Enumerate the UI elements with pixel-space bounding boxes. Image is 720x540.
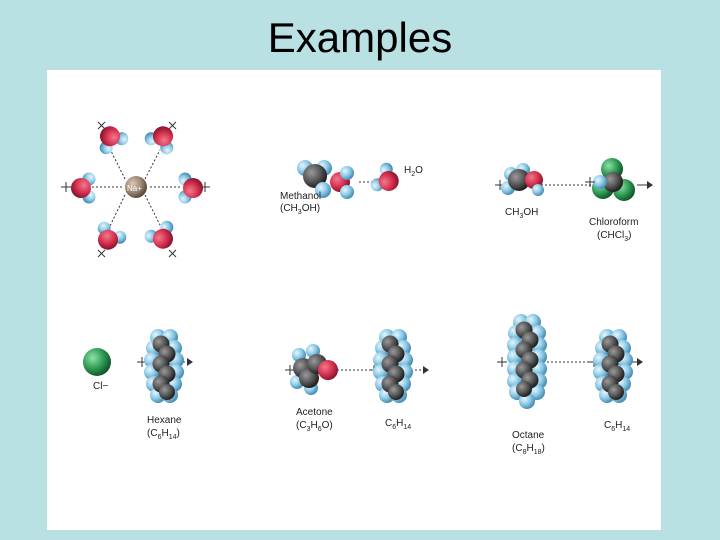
chloroform-label: Chloroform bbox=[589, 217, 639, 228]
hexane-formula-right: C6H14 bbox=[604, 420, 631, 433]
chloride-ion bbox=[83, 348, 111, 376]
methanol-chloroform-diagram bbox=[495, 158, 653, 201]
octane-hexane-diagram bbox=[497, 314, 643, 409]
chloride-hexane-diagram bbox=[83, 329, 193, 403]
slide-title: Examples bbox=[267, 14, 453, 61]
sodium-ion bbox=[125, 176, 147, 198]
methanol-formula-right: CH3OH bbox=[505, 207, 539, 220]
water-formula: H2O bbox=[404, 165, 423, 178]
figure-panel: Na+ Methanol (CH3OH) H2O CH3OH Chlorofor… bbox=[47, 70, 661, 530]
methanol-label: Methanol bbox=[280, 191, 322, 202]
octane-formula: (C8H18) bbox=[512, 443, 545, 456]
hexane-label: Hexane bbox=[147, 415, 182, 426]
acetone-formula: (C3H6O) bbox=[296, 420, 333, 433]
na-hydration-diagram bbox=[61, 121, 210, 258]
chloroform-formula: (CHCl3) bbox=[597, 230, 632, 243]
hexane-formula: (C6H14) bbox=[147, 428, 180, 441]
chloride-label: Cl− bbox=[93, 381, 109, 392]
na-ion-label: Na+ bbox=[127, 184, 142, 193]
octane-label: Octane bbox=[512, 430, 545, 441]
water-molecules-ring bbox=[71, 119, 203, 257]
methanol-formula: (CH3OH) bbox=[280, 203, 321, 216]
acetone-label: Acetone bbox=[296, 407, 333, 418]
acetone-hexane-diagram bbox=[285, 329, 429, 403]
methanol-water-diagram bbox=[297, 160, 406, 200]
hexane-formula-middle: C6H14 bbox=[385, 418, 412, 431]
molecule-figure bbox=[61, 119, 653, 409]
